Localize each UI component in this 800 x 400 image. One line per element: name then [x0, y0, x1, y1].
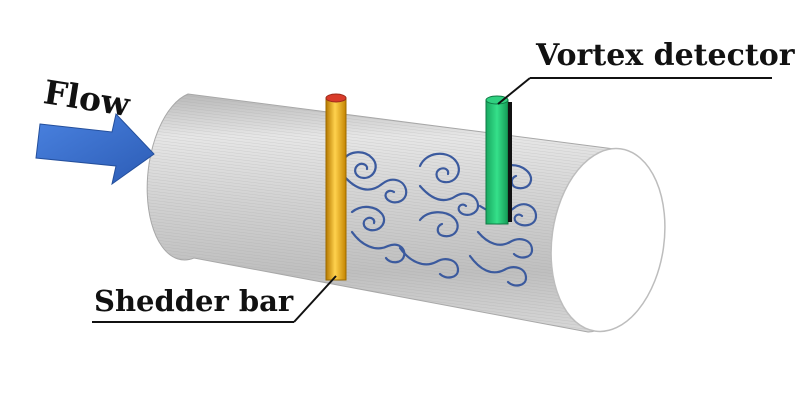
vortex-detector — [485, 95, 512, 225]
pipe — [146, 93, 666, 333]
vortex-swirl-icon — [468, 254, 528, 287]
pipe-opening — [550, 147, 666, 333]
vortex-swirl-icon — [418, 211, 459, 238]
vortex-swirl-icon — [341, 151, 377, 180]
vortex-swirl-icon — [350, 230, 406, 264]
vortex-swirl-icon — [342, 174, 408, 204]
vortex-swirl-icon — [476, 230, 534, 259]
vortex-swirl-icon — [350, 205, 386, 232]
vortex-swirl-icon — [398, 246, 460, 279]
vortex-swirl-icon — [418, 184, 480, 216]
detector-leader — [497, 77, 531, 105]
leader-lines — [92, 77, 772, 323]
vortex-swirl-icon — [418, 152, 460, 184]
vortex-detector-label: Vortex detector — [536, 38, 795, 73]
shedder-bar-label: Shedder bar — [94, 284, 294, 318]
shedder-bar — [325, 93, 347, 281]
shedder-leader — [293, 275, 337, 323]
flow-arrow-icon — [35, 112, 155, 186]
